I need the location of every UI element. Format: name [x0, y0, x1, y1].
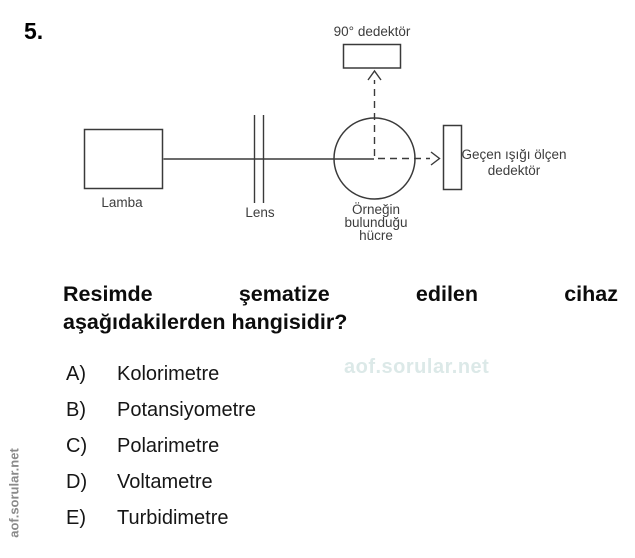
- up-arrowhead-icon: [367, 69, 382, 81]
- watermark-center: aof.sorular.net: [344, 356, 490, 378]
- option-a[interactable]: A) Kolorimetre: [66, 362, 219, 387]
- option-c-text: Polarimetre: [117, 435, 220, 457]
- question-text-line1: Resimde şematize edilen cihaz: [63, 282, 618, 306]
- question-text: Resimde şematize edilen cihaz aşağıdakil…: [63, 280, 618, 336]
- option-a-letter: A): [66, 363, 86, 385]
- lens-label: Lens: [245, 205, 275, 220]
- option-d-text: Voltametre: [117, 471, 213, 493]
- option-e-letter: E): [66, 507, 86, 529]
- lamp-rect: [83, 128, 164, 190]
- option-d-letter: D): [66, 471, 88, 493]
- right-arrowhead-icon: [430, 151, 441, 166]
- transmitted-detector-label-line2: dedektör: [487, 163, 541, 178]
- option-b[interactable]: B) Potansiyometre: [66, 398, 256, 423]
- option-e-text: Turbidimetre: [117, 507, 229, 529]
- transmitted-detector-label: Geçen ışığı ölçen dedektör: [461, 147, 566, 179]
- option-d[interactable]: D) Voltametre: [66, 470, 213, 495]
- option-c-letter: C): [66, 435, 88, 457]
- option-b-letter: B): [66, 399, 86, 421]
- transmitted-detector-rect: [442, 124, 463, 191]
- watermark-left-vertical: aof.sorular.net: [6, 448, 22, 538]
- sample-cell-label: Örneğin bulunduğu hücre: [344, 202, 408, 243]
- instrument-diagram: [83, 43, 463, 203]
- detector-90-label: 90° dedektör: [333, 24, 411, 39]
- transmitted-detector-label-line1: Geçen ışığı ölçen: [461, 147, 567, 162]
- question-number: 5.: [24, 18, 44, 44]
- question-text-line2: aşağıdakilerden hangisidir?: [63, 310, 348, 334]
- option-c[interactable]: C) Polarimetre: [66, 434, 219, 459]
- option-b-text: Potansiyometre: [117, 399, 256, 421]
- detector-90-rect: [342, 43, 402, 69]
- option-e[interactable]: E) Turbidimetre: [66, 506, 229, 531]
- option-a-text: Kolorimetre: [117, 363, 220, 385]
- lamp-label: Lamba: [101, 195, 143, 210]
